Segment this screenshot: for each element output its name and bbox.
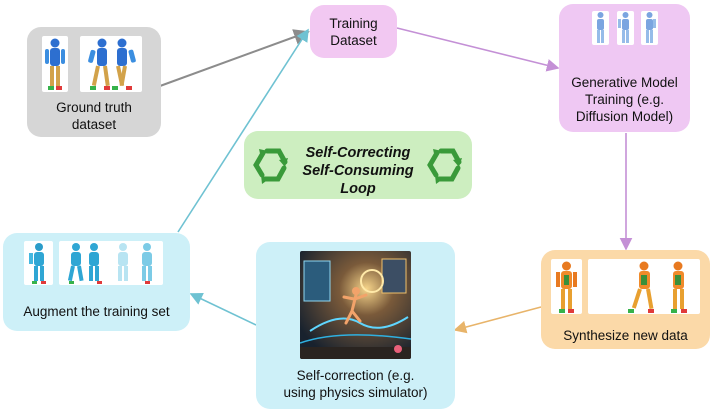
self-correction-node: Self-correction (e.g. using physics simu… xyxy=(256,242,455,409)
generative-model-node: Generative Model Training (e.g. Diffusio… xyxy=(559,4,690,132)
self-correcting-loop-node: Self-Correcting Self-Consuming Loop xyxy=(244,131,472,199)
ground-truth-thumbnail-single xyxy=(42,36,68,92)
generative-thumbnail-1 xyxy=(592,11,609,45)
edge-training-to-generative xyxy=(396,27,560,72)
synthesize-thumbnail-group xyxy=(588,259,700,314)
synthesize-thumbnail-single xyxy=(551,259,582,314)
generative-thumbnail-3 xyxy=(641,11,658,45)
augment-thumbnail-single xyxy=(24,241,53,285)
ground-truth-node: Ground truth dataset xyxy=(27,27,161,137)
training-dataset-label: Training Dataset xyxy=(329,16,378,48)
augment-node: Augment the training set xyxy=(3,233,190,331)
recycle-icon xyxy=(424,145,466,187)
physics-simulator-illustration xyxy=(300,251,411,359)
ground-truth-thumbnail-pair xyxy=(80,36,142,92)
generative-model-label: Generative Model Training (e.g. Diffusio… xyxy=(571,75,678,124)
training-dataset-node: Training Dataset xyxy=(310,5,397,58)
self-correction-label: Self-correction (e.g. using physics simu… xyxy=(283,368,428,400)
augment-label: Augment the training set xyxy=(23,304,170,319)
edge-selfcorrection-to-augment xyxy=(189,293,257,326)
loop-title: Self-Correcting Self-Consuming Loop xyxy=(302,145,414,197)
synthesize-node: Synthesize new data xyxy=(541,250,710,349)
edge-groundtruth-to-training xyxy=(159,29,310,87)
synthesize-label: Synthesize new data xyxy=(563,328,688,343)
augment-thumbnail-group xyxy=(59,241,163,285)
ground-truth-label: Ground truth dataset xyxy=(56,100,132,132)
generative-thumbnail-2 xyxy=(617,11,634,45)
recycle-icon xyxy=(250,145,292,187)
edge-synthesize-to-selfcorrection xyxy=(453,306,542,334)
